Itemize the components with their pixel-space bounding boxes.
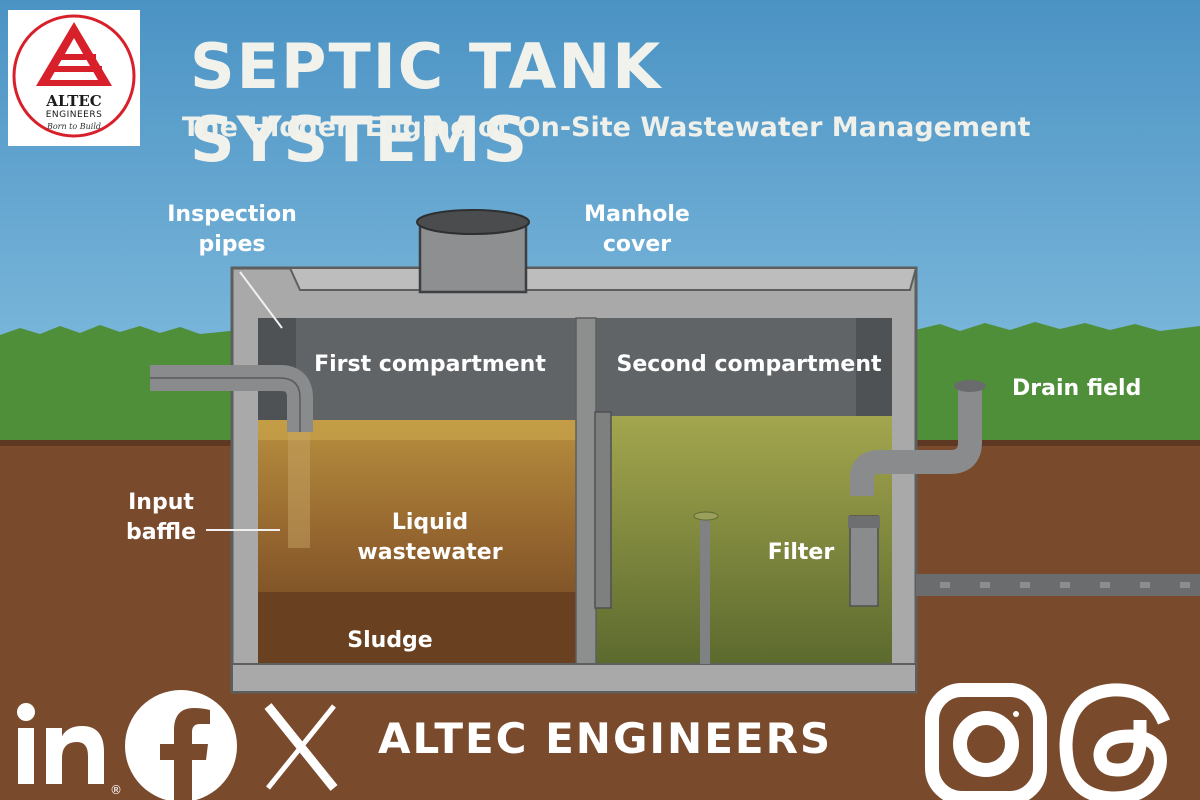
logo-tagline: Born to Build [46, 122, 102, 131]
label-liquid-wastewater: Liquid wastewater [357, 510, 503, 565]
x-icon [264, 703, 338, 791]
label-sludge: Sludge [347, 628, 433, 653]
label-second-compartment: Second compartment [616, 352, 882, 377]
label-filter: Filter [767, 540, 835, 565]
input-baffle-shaft [288, 432, 310, 548]
second-compartment-liquid [596, 416, 892, 664]
footer-brand: ALTEC ENGINEERS [378, 714, 833, 763]
sludge-layer [258, 592, 576, 664]
threads-icon [1059, 683, 1171, 800]
grass-strip [0, 325, 240, 445]
facebook-icon [125, 690, 237, 800]
registered-mark: ® [110, 783, 122, 797]
page-subtitle: The Hidden Engine of On-Site Wastewater … [182, 112, 1031, 143]
label-drain-field: Drain field [1012, 376, 1142, 401]
logo-sub: ENGINEERS [45, 110, 103, 120]
instagram-icon [925, 683, 1047, 800]
drain-field-pipe [916, 574, 1200, 596]
linkedin-icon [17, 703, 104, 784]
page-title: SEPTIC TANK SYSTEMS [190, 30, 663, 176]
altec-logo: ALTEC ENGINEERS Born to Build [8, 10, 140, 146]
outlet-pipe [850, 388, 982, 496]
second-compartment-air [596, 318, 892, 424]
logo-emblem-icon [12, 14, 136, 138]
filter-housing [849, 515, 879, 607]
label-inspection-pipes: Inspection pipes [167, 202, 297, 257]
label-first-compartment: First compartment [314, 352, 546, 377]
label-input-baffle: Input baffle [125, 490, 197, 545]
logo-name: ALTEC [46, 92, 102, 110]
label-manhole-cover: Manhole cover [584, 202, 690, 257]
inspection-pipes-leader [239, 271, 283, 329]
grass-strip-right [915, 322, 1200, 445]
divider-wall [575, 317, 597, 665]
